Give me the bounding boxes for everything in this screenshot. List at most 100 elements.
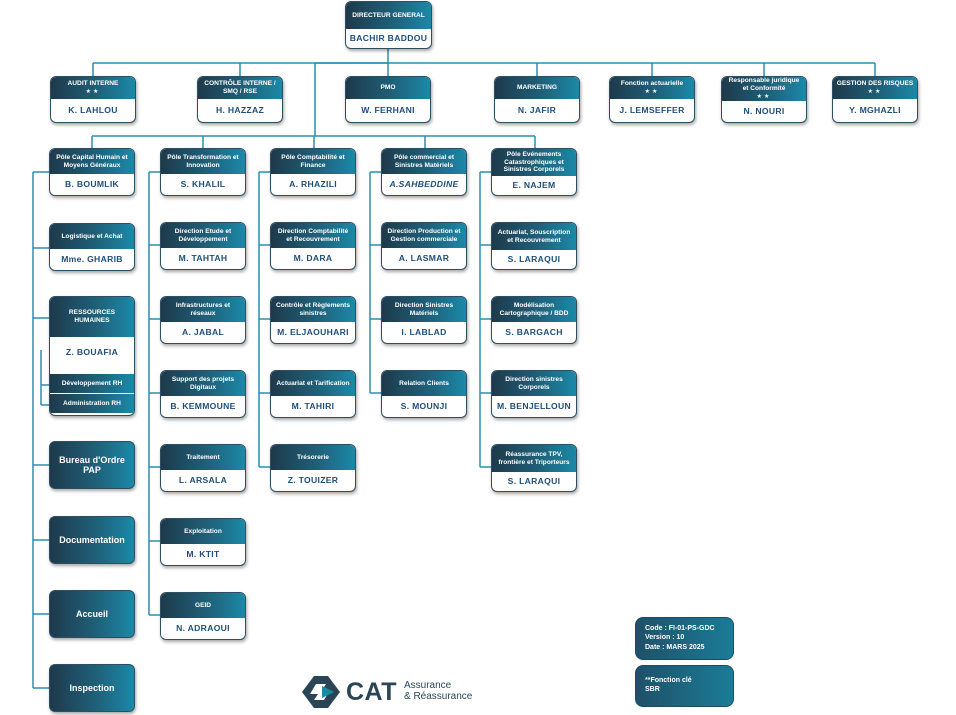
box-geid[interactable]: GEID N. ADRAOUI [160, 592, 246, 640]
box-title: Actuariat, Souscription et Recouvrement [492, 223, 576, 250]
box-name: N. JAFIR [517, 104, 557, 115]
pole-comptabilite[interactable]: Pôle Comptabilité et Finance A. RHAZILI [270, 148, 356, 196]
box-ressources-humaines[interactable]: RESSOURCES HUMAINES Z. BOUAFIA Développe… [49, 296, 135, 416]
director-box[interactable]: DIRECTEUR GENERAL BACHIR BADDOU [345, 1, 432, 49]
box-pmo[interactable]: PMO W. FERHANI [345, 76, 431, 123]
logo-mark-icon [302, 676, 340, 708]
box-title: Pôle commercial et Sinistres Matériels [382, 149, 466, 174]
box-title: Support des projets Digitaux [161, 371, 245, 396]
sub-administration-rh[interactable]: Administration RH [50, 394, 134, 413]
box-title: Contrôle et Règlements sinistres [271, 297, 355, 322]
box-title: Trésorerie [271, 445, 355, 470]
box-name: A.SAHBEDDINE [389, 178, 459, 189]
pole-evenements-catastrophiques[interactable]: Pôle Evénements Catastrophiques et Sinis… [491, 148, 577, 196]
box-name: A. LASMAR [398, 252, 450, 263]
box-actuariat-tarification[interactable]: Actuariat et Tarification M. TAHIRI [270, 370, 356, 418]
box-sinistres-materiels[interactable]: Direction Sinistres Matériels I. LABLAD [381, 296, 467, 344]
logo-brand: CAT [346, 678, 398, 706]
key-function-stars: ★★ [644, 88, 660, 95]
box-audit-interne[interactable]: AUDIT INTERNE ★★ K. LAHLOU [50, 76, 136, 123]
box-name: Y. MGHAZLI [849, 104, 901, 115]
box-comptabilite-recouvrement[interactable]: Direction Comptabilité et Recouvrement M… [270, 222, 356, 270]
box-name: Mme. GHARIB [61, 253, 123, 264]
box-logistique-achat[interactable]: Logistique et Achat Mme. GHARIB [49, 223, 135, 271]
box-name: J. LEMSEFFER [619, 104, 685, 115]
box-controle-reglements[interactable]: Contrôle et Règlements sinistres M. ELJA… [270, 296, 356, 344]
box-title: Relation Clients [382, 371, 466, 396]
box-name: M. TAHTAH [178, 252, 228, 263]
box-title: CONTRÔLE INTERNE / SMQ / RSE [204, 80, 276, 95]
box-name: S. LARAQUI [507, 475, 561, 486]
box-documentation[interactable]: Documentation [49, 516, 135, 564]
logo-tagline-1: Assurance [404, 680, 452, 691]
box-inspection[interactable]: Inspection [49, 664, 135, 712]
box-name: M. ELJAOUHARI [277, 326, 349, 337]
box-tresorerie[interactable]: Trésorerie Z. TOUIZER [270, 444, 356, 492]
box-gestion-risques[interactable]: GESTION DES RISQUES ★★ Y. MGHAZLI [832, 76, 918, 123]
box-title: Logistique et Achat [50, 224, 134, 249]
box-fonction-actuarielle[interactable]: Fonction actuarielle ★★ J. LEMSEFFER [609, 76, 695, 123]
box-accueil[interactable]: Accueil [49, 590, 135, 638]
box-production-gestion-commerciale[interactable]: Direction Production et Gestion commerci… [381, 222, 467, 270]
box-actuariat-souscription[interactable]: Actuariat, Souscription et Recouvrement … [491, 222, 577, 270]
box-title: GESTION DES RISQUES [836, 79, 914, 87]
box-title: RESSOURCES HUMAINES [50, 297, 134, 337]
box-name: K. LAHLOU [68, 104, 118, 115]
box-marketing[interactable]: MARKETING N. JAFIR [494, 76, 580, 123]
box-name: N. ADRAOUI [176, 622, 230, 633]
box-name: S. LARAQUI [507, 253, 561, 264]
box-name: A. RHAZILI [289, 178, 337, 189]
box-name: Z. BOUAFIA [65, 347, 119, 357]
box-name: S. BARGACH [505, 326, 563, 337]
box-title: Direction Sinistres Matériels [382, 297, 466, 322]
box-name: A. JABAL [181, 326, 225, 337]
box-title: Direction sinistres Corporels [492, 371, 576, 396]
box-title: Direction Comptabilité et Recouvrement [271, 223, 355, 248]
legend-box: **Fonction clé SBR [635, 665, 734, 707]
director-title: DIRECTEUR GENERAL [346, 2, 431, 29]
box-reassurance-tpv[interactable]: Réassurance TPV, frontière et Triporteur… [491, 444, 577, 492]
box-title: Responsable juridique et Conformité [728, 77, 800, 92]
document-info-box: Code : FI-01-PS-GDC Version : 10 Date : … [635, 617, 734, 660]
legend-sbr: SBR [645, 686, 660, 694]
box-title: Infrastructures et réseaux [161, 297, 245, 322]
box-sinistres-corporels[interactable]: Direction sinistres Corporels M. BENJELL… [491, 370, 577, 418]
box-name: M. DARA [293, 252, 333, 263]
box-exploitation[interactable]: Exploitation M. KTIT [160, 518, 246, 566]
box-traitement[interactable]: Traitement L. ARSALA [160, 444, 246, 492]
legend-key-function: **Fonction clé [645, 677, 692, 684]
box-name: M. KTIT [186, 548, 220, 559]
company-logo: CAT Assurance & Réassurance [300, 674, 490, 710]
document-code: Code : FI-01-PS-GDC [645, 625, 715, 632]
key-function-stars: ★★ [85, 88, 101, 95]
pole-commercial[interactable]: Pôle commercial et Sinistres Matériels A… [381, 148, 467, 196]
pole-capital-humain[interactable]: Pôle Capital Humain et Moyens Généraux B… [49, 148, 135, 196]
box-name: B. BOUMLIK [64, 178, 120, 189]
box-etude-developpement[interactable]: Direction Etude et Développement M. TAHT… [160, 222, 246, 270]
box-title: Pôle Capital Humain et Moyens Généraux [50, 149, 134, 174]
box-title: GEID [161, 593, 245, 618]
box-name: B. KEMMOUNE [170, 400, 236, 411]
key-function-stars: ★★ [756, 93, 772, 100]
box-support-projets-digitaux[interactable]: Support des projets Digitaux B. KEMMOUNE [160, 370, 246, 418]
box-title: AUDIT INTERNE [67, 79, 119, 87]
box-name: I. LABLAD [401, 326, 447, 337]
box-title: Pôle Evénements Catastrophiques et Sinis… [492, 149, 576, 176]
box-title: Direction Production et Gestion commerci… [382, 223, 466, 248]
sub-developpement-rh[interactable]: Développement RH [50, 374, 134, 393]
box-controle-interne[interactable]: CONTRÔLE INTERNE / SMQ / RSE H. HAZZAZ [197, 76, 283, 123]
box-modelisation-cartographique[interactable]: Modélisation Cartographique / BDD S. BAR… [491, 296, 577, 344]
box-title: Réassurance TPV, frontière et Triporteur… [492, 445, 576, 472]
pole-transformation[interactable]: Pôle Transformation et Innovation S. KHA… [160, 148, 246, 196]
box-name: M. TAHIRI [291, 400, 335, 411]
box-infrastructures-reseaux[interactable]: Infrastructures et réseaux A. JABAL [160, 296, 246, 344]
document-date: Date : MARS 2025 [645, 643, 705, 651]
box-title: PMO [380, 84, 396, 92]
box-title: Traitement [161, 445, 245, 470]
box-bureau-ordre[interactable]: Bureau d'Ordre PAP [49, 441, 135, 489]
document-version: Version : 10 [645, 634, 685, 642]
box-relation-clients[interactable]: Relation Clients S. MOUNJI [381, 370, 467, 418]
box-name: S. KHALIL [180, 178, 226, 189]
box-juridique-conformite[interactable]: Responsable juridique et Conformité ★★ N… [721, 76, 807, 123]
